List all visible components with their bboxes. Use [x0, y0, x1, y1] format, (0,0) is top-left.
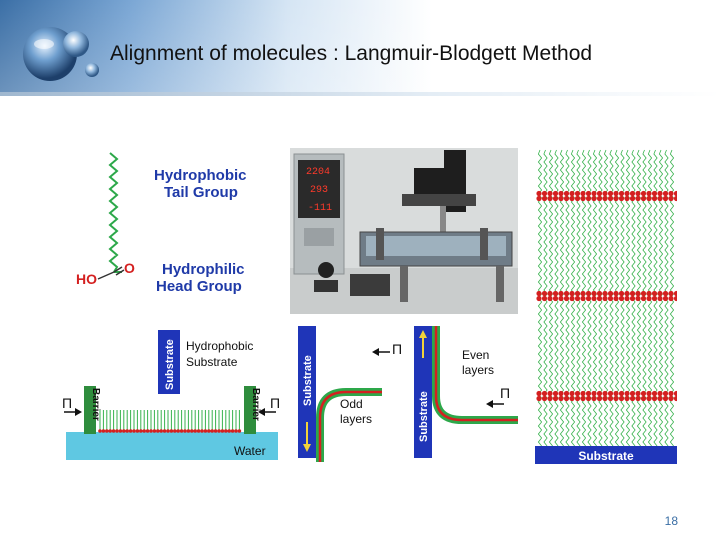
vertical-substrate-label: Substrate — [164, 339, 176, 390]
formula-o: O — [124, 260, 135, 276]
head-label-line2: Head Group — [156, 278, 242, 295]
multilayer-substrate-bar — [535, 446, 677, 464]
multilayer-substrate-label: Substrate — [578, 449, 634, 463]
tail-label-line1: Hydrophobic — [154, 167, 247, 184]
even-label-line2: layers — [462, 363, 494, 377]
globe-logo-icon — [23, 27, 99, 81]
amphiphile-molecule-figure: HO O Hydrophobic Tail Group Hydrophilic … — [76, 152, 247, 295]
slide-number: 18 — [664, 514, 678, 528]
left-barrier — [84, 386, 96, 434]
even-substrate-bar — [414, 326, 432, 458]
even-pressure-symbol: Π — [500, 385, 510, 401]
substrate-desc-line2: Substrate — [186, 355, 238, 369]
deposition-diagram: Substrate Odd layers Π Substrate Even la… — [298, 326, 518, 462]
right-barrier-label: Barrier — [250, 388, 261, 421]
tail-label-line2: Tail Group — [164, 184, 238, 201]
even-substrate-label: Substrate — [418, 391, 430, 442]
left-pressure-symbol: Π — [62, 395, 72, 411]
even-label-line1: Even — [462, 348, 489, 362]
hydrocarbon-tail — [108, 152, 119, 273]
header-band: Alignment of molecules : Langmuir-Blodge… — [0, 0, 720, 96]
multilayer-figure: Substrate — [535, 148, 677, 466]
trough-diagram: Substrate Hydrophobic Substrate Water Ba… — [62, 330, 280, 460]
odd-substrate-bar — [298, 326, 316, 458]
left-barrier-label: Barrier — [90, 388, 101, 421]
water-label: Water — [234, 444, 266, 458]
right-pressure-symbol: Π — [270, 395, 280, 411]
header-divider — [0, 92, 720, 96]
compressed-monolayer — [98, 410, 242, 433]
header-gradient — [0, 0, 720, 96]
vertical-substrate-bar — [158, 330, 180, 394]
water-subphase — [66, 432, 278, 460]
head-label-line1: Hydrophilic — [162, 261, 245, 278]
substrate-desc-line1: Hydrophobic — [186, 339, 253, 353]
right-barrier — [244, 386, 256, 434]
formula-ho: HO — [76, 271, 97, 287]
odd-substrate-label: Substrate — [302, 355, 314, 406]
odd-pressure-symbol: Π — [392, 341, 402, 357]
display-reading-3: -111 — [308, 203, 332, 214]
slide-title: Alignment of molecules : Langmuir-Blodge… — [110, 42, 593, 65]
lb-trough-instrument-photo: 2204 293 -111 — [290, 148, 518, 314]
odd-label-line1: Odd — [340, 397, 363, 411]
odd-label-line2: layers — [340, 412, 372, 426]
display-reading-2: 293 — [310, 185, 328, 196]
display-reading-1: 2204 — [306, 167, 330, 178]
